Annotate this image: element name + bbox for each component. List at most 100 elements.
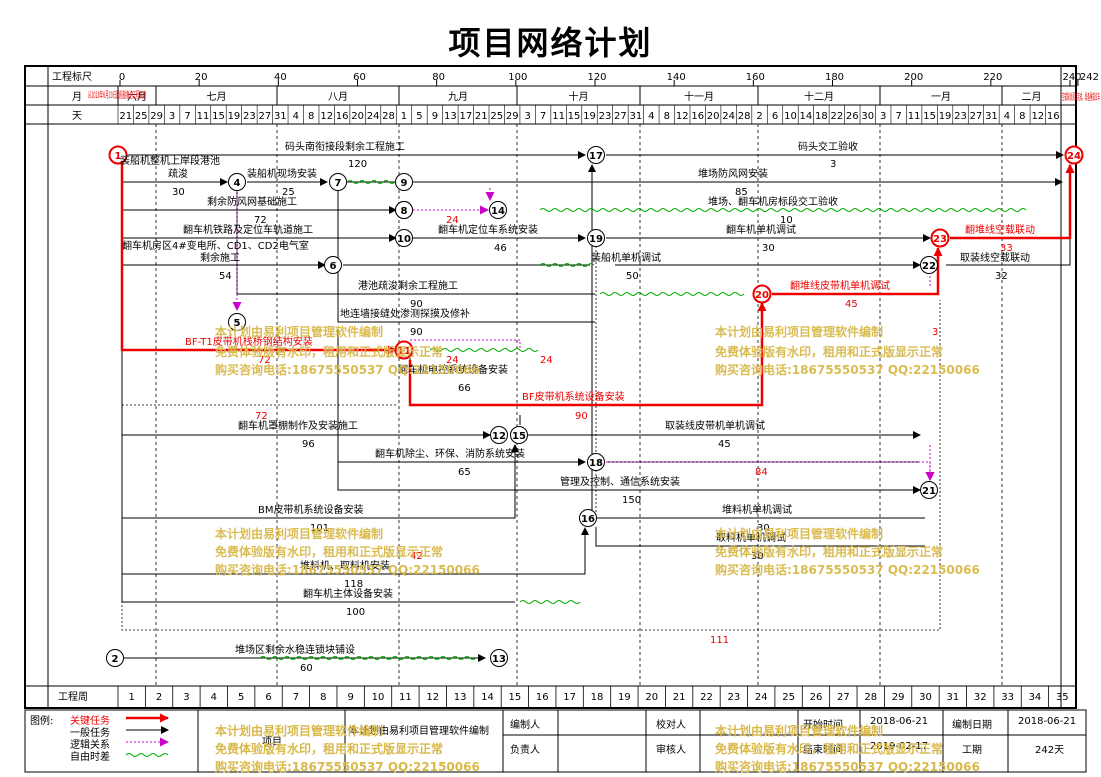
week-label: 4 [211,692,217,703]
day-label: 16 [691,111,704,122]
week-label: 35 [1056,692,1069,703]
day-label: 7 [184,111,190,122]
day-label: 8 [308,111,314,122]
task-20-duration: 90 [575,411,588,422]
week-label: 19 [618,692,631,703]
task-27-label: 取料机单机调试 [716,531,786,544]
task-10-duration: 30 [762,243,775,254]
day-label: 30 [861,111,874,122]
task-labels: 码头南衔接段剩余工程施工 120 码头交工验收 3 装船机整机上岸段港池 疏浚 … [120,140,1035,674]
watermark-11: 免费体验版有水印，租用和正式版显示正常 [715,544,943,559]
task-9-duration: 46 [494,243,507,254]
task-3-duration: 30 [172,187,185,198]
task-19-duration: 66 [458,383,471,394]
day-label: 4 [293,111,299,122]
node-22-label: 22 [922,261,936,272]
task-21-duration: 96 [302,439,315,450]
float-72b: 72 [255,411,268,422]
task-29-duration: 100 [346,607,365,618]
scale-tick-label: 60 [353,72,366,83]
node-17-label: 17 [589,151,603,162]
month-label: 月 [72,91,82,103]
task-4-label: 装船机现场安装 [247,167,317,180]
day-label: 31 [274,111,287,122]
task-22-duration: 45 [718,439,731,450]
footer-duration-value: 242天 [1035,745,1065,756]
node-19 [587,229,605,247]
float-84: 84 [755,467,768,478]
task-30-label: 堆场区剩余水稳连锁块铺设 [235,643,355,656]
footer-watermark-5: 免费体验版有水印，租用和正式版显示正常 [715,742,944,756]
watermark-4: 本计划由易利项目管理软件编制 [715,324,883,339]
scale-tick-label: 140 [667,72,686,83]
node-19-label: 19 [589,234,603,245]
task-6-label: 剩余防风网基础施工 [207,195,297,208]
task-2-label: 码头交工验收 [798,140,858,153]
day-label: 29 [150,111,163,122]
footer-project-label: 项目 [262,737,282,748]
day-label: 24 [367,111,380,122]
day-label: 1 [401,111,407,122]
week-label: 6 [265,692,271,703]
task-26-duration: 30 [757,523,770,534]
day-label: 17 [459,111,472,122]
week-label: 2 [156,692,162,703]
node-8 [395,201,413,219]
node-10 [395,229,413,247]
svg-text:从2018年6月20日起船舶靠泊工程实施: 从2018年6月20日起船舶靠泊工程实施 [88,89,146,101]
day-label: 25 [490,111,503,122]
month-label: 十二月 [804,90,834,103]
week-label: 9 [347,692,353,703]
day-label: 3 [169,111,175,122]
week-label: 工程周 [58,691,88,703]
scale-tick-label: 80 [432,72,445,83]
day-label: 12 [676,111,689,122]
day-label: 14 [800,111,813,122]
legend-float-line [125,753,169,757]
node-21 [920,481,938,499]
node-23-label: 23 [933,234,947,245]
task-28-duration: 118 [344,579,363,590]
node-11-label: 11 [397,346,411,357]
day-label: 22 [830,111,843,122]
week-label: 3 [183,692,189,703]
day-label: 27 [258,111,271,122]
node-1 [108,145,128,165]
day-label: 18 [815,111,828,122]
float-24c: 24 [540,355,553,366]
task-16-label: 翻堆线皮带机单机调试 [790,279,890,292]
task-18-duration: 72 [258,355,271,366]
node-4 [228,173,246,191]
day-label: 12 [1031,111,1044,122]
node-7 [329,173,347,191]
week-label: 12 [426,692,439,703]
task-30-duration: 60 [300,663,313,674]
month-row: 六月七月八月九月十月十一月十二月一月二月 [117,86,1042,105]
week-label: 11 [399,692,412,703]
footer-duration-label: 工期 [962,745,982,756]
footer-end-label: 结束时间 [803,745,843,756]
footer-table [24,709,1087,773]
normal-arrows [121,151,1074,662]
scale-tick-label: 220 [983,72,1002,83]
day-label: 19 [583,111,596,122]
node-18 [587,453,605,471]
task-13-label: 翻堆线空载联动 [965,223,1035,236]
task-11-label-b: 剩余施工 [200,251,240,264]
week-label: 20 [645,692,658,703]
week-label: 32 [974,692,987,703]
day-label: 29 [506,111,519,122]
week-label: 33 [1001,692,1014,703]
node-10-label: 10 [397,234,411,245]
day-label: 15 [212,111,225,122]
task-23-label: 翻车机除尘、环保、消防系统安装 [375,447,525,460]
task-17-duration: 90 [410,327,423,338]
scale-tick-label: 100 [508,72,527,83]
task-5-duration: 85 [735,187,748,198]
task-5-label: 堆场防风网安装 [698,167,768,180]
week-label: 26 [810,692,823,703]
legend-critical-label: 关键任务 [70,716,110,727]
